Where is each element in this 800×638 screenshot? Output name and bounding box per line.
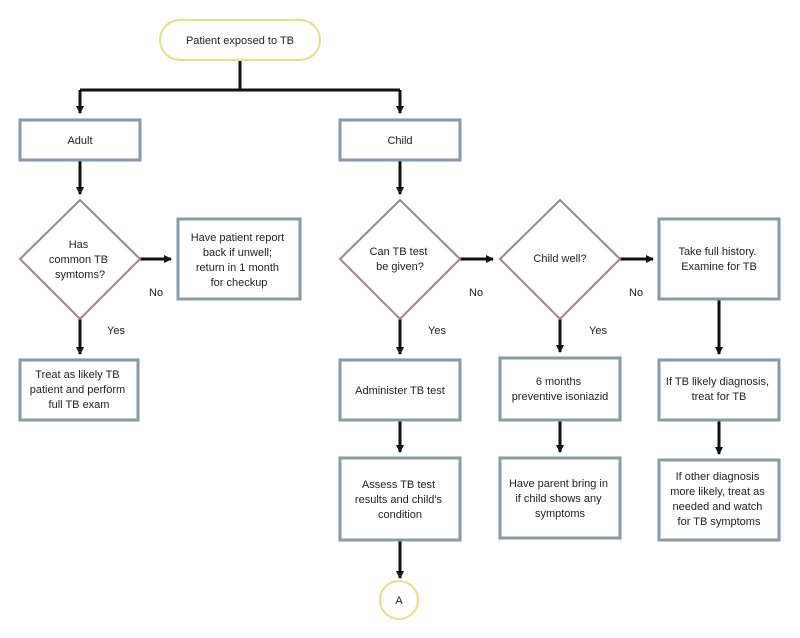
svg-text:A: A bbox=[395, 595, 403, 607]
text-line: be given? bbox=[376, 261, 424, 273]
adult-box: Adult bbox=[18, 118, 142, 162]
text-line: A bbox=[395, 595, 403, 607]
adult-decision: Has common TB symtoms? bbox=[18, 198, 142, 321]
text-line: Treat as likely TB bbox=[35, 369, 119, 381]
svg-text:Have patient report back: Have patient report back if unwell; retu… bbox=[191, 232, 288, 289]
svg-text:Has common TB symt: Has common TB symtoms? bbox=[49, 239, 111, 281]
svg-text:If other diagnosis more: If other diagnosis more likely, treat as… bbox=[670, 471, 768, 528]
tb-likely-box: If TB likely diagnosis, treat for TB bbox=[657, 358, 781, 422]
text-line: treat for TB bbox=[692, 391, 747, 403]
text-line: condition bbox=[378, 509, 422, 521]
text-line: If TB likely diagnosis, bbox=[666, 376, 769, 388]
child-test-decision: Can TB test be given? bbox=[338, 198, 462, 321]
text-line: results and child's bbox=[355, 494, 443, 506]
text-line: more likely, treat as bbox=[670, 486, 765, 498]
connectors bbox=[76, 60, 723, 579]
text-line: 6 months bbox=[536, 376, 582, 388]
text-line: back if unwell; bbox=[203, 247, 272, 259]
svg-text:Child: Child bbox=[387, 135, 412, 147]
svg-text:Adult: Adult bbox=[67, 135, 92, 147]
parent-bring-in-box: Have parent bring in if child shows any … bbox=[498, 456, 622, 540]
svg-text:Take full history. Exami: Take full history. Examine for TB bbox=[678, 246, 759, 273]
svg-text:Administer TB test: Administer TB test bbox=[355, 385, 445, 397]
svg-text:Child well?: Child well? bbox=[533, 253, 586, 265]
text-line: Adult bbox=[67, 135, 92, 147]
text-line: Have parent bring in bbox=[509, 478, 608, 490]
full-history-box: Take full history. Examine for TB bbox=[657, 217, 781, 301]
administer-test-box: Administer TB test bbox=[338, 358, 462, 422]
text-line: for checkup bbox=[211, 277, 268, 289]
child-well-yes-label: Yes bbox=[589, 325, 607, 337]
text-line: Patient exposed to TB bbox=[186, 35, 294, 47]
arrow-start-split bbox=[80, 60, 400, 92]
text-line: symptoms bbox=[535, 508, 586, 520]
text-line: patient and perform bbox=[30, 384, 125, 396]
start-label: Patient exposed to TB bbox=[186, 35, 294, 47]
child-test-yes-label: Yes bbox=[428, 325, 446, 337]
text-line: if child shows any bbox=[515, 493, 602, 505]
child-box: Child bbox=[338, 118, 462, 162]
text-line: needed and watch bbox=[673, 501, 763, 513]
svg-text:Can TB test be given?: Can TB test be given? bbox=[370, 246, 431, 273]
svg-text:If TB likely diagnosis,: If TB likely diagnosis, treat for TB bbox=[666, 376, 772, 403]
text-line: Assess TB test bbox=[362, 479, 435, 491]
text-line: If other diagnosis bbox=[676, 471, 760, 483]
start-terminator: Patient exposed to TB bbox=[159, 19, 321, 61]
text-line: Administer TB test bbox=[355, 385, 445, 397]
connector-a: A bbox=[379, 580, 419, 620]
adult-no-box: Have patient report back if unwell; retu… bbox=[176, 217, 302, 301]
adult-yes-box: Treat as likely TB patient and perform f… bbox=[18, 358, 140, 422]
preventive-isoniazid-box: 6 months preventive isoniazid bbox=[498, 356, 622, 422]
text-line: Has bbox=[69, 239, 89, 251]
text-line: preventive isoniazid bbox=[512, 391, 609, 403]
svg-text:Treat as likely TB patie: Treat as likely TB patient and perform f… bbox=[30, 369, 128, 411]
child-well-decision: Child well? bbox=[498, 198, 622, 321]
text-line: Take full history. bbox=[678, 246, 756, 258]
child-well-no-label: No bbox=[629, 287, 643, 299]
svg-text:Have parent bring in if: Have parent bring in if child shows any … bbox=[509, 478, 611, 520]
child-test-no-label: No bbox=[469, 287, 483, 299]
text-line: symtoms? bbox=[55, 269, 105, 281]
adult-no-label: No bbox=[149, 287, 163, 299]
text-line: Have patient report bbox=[191, 232, 285, 244]
text-line: Child bbox=[387, 135, 412, 147]
svg-text:Assess TB test results a: Assess TB test results and child's condi… bbox=[355, 479, 445, 521]
text-line: common TB bbox=[49, 254, 108, 266]
text-line: Child well? bbox=[533, 253, 586, 265]
text-line: full TB exam bbox=[49, 399, 110, 411]
adult-yes-label: Yes bbox=[107, 325, 125, 337]
text-line: for TB symptoms bbox=[678, 516, 761, 528]
text-line: Examine for TB bbox=[681, 261, 757, 273]
assess-results-box: Assess TB test results and child's condi… bbox=[338, 456, 462, 542]
text-line: return in 1 month bbox=[196, 262, 279, 274]
svg-text:6 months preventive ison: 6 months preventive isoniazid bbox=[512, 376, 609, 403]
text-line: Can TB test bbox=[370, 246, 428, 258]
other-diagnosis-box: If other diagnosis more likely, treat as… bbox=[657, 458, 781, 542]
